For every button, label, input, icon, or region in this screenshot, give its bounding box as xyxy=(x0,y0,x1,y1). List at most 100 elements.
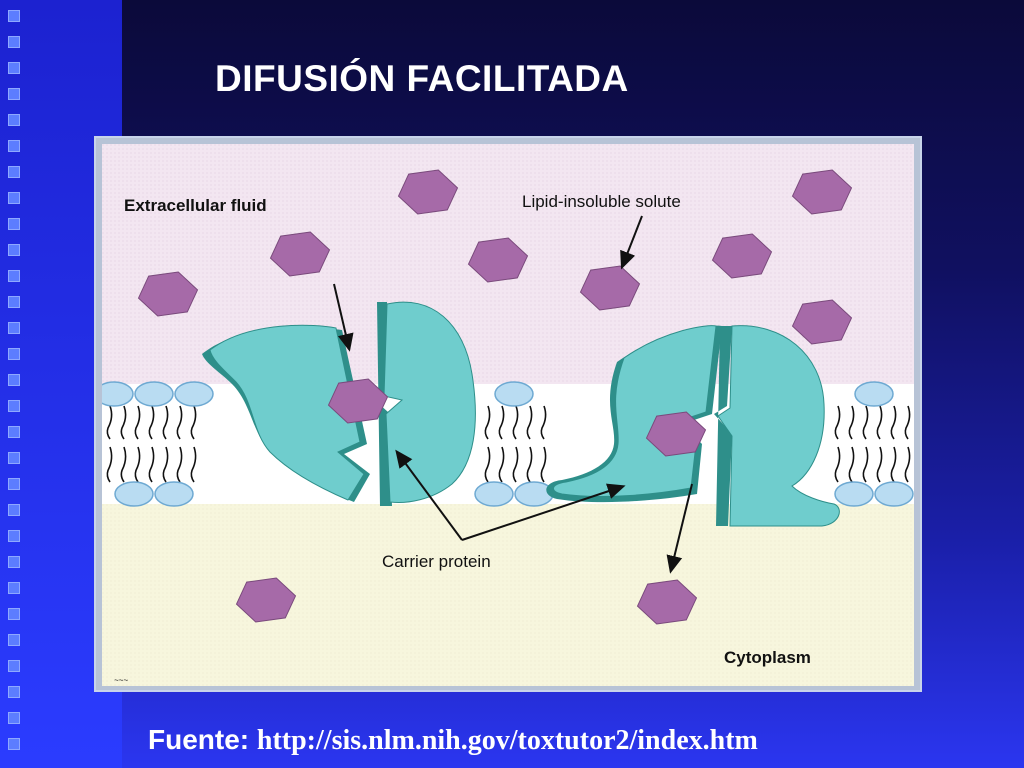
decorative-square xyxy=(8,114,20,126)
lipid-tail xyxy=(512,405,519,440)
lipid-tail xyxy=(848,446,855,483)
lipid-tail xyxy=(498,405,505,440)
decorative-square xyxy=(8,244,20,256)
lipid-tail xyxy=(484,405,491,440)
lipid-tail xyxy=(190,405,197,440)
solute-molecule xyxy=(269,231,331,277)
slide-title: DIFUSIÓN FACILITADA xyxy=(215,58,629,99)
decorative-square xyxy=(8,426,20,438)
carrier-arrow-right xyxy=(461,483,626,541)
lipid-tail xyxy=(134,405,141,440)
lipid-tail xyxy=(176,405,183,440)
phospholipid-head xyxy=(834,481,874,507)
lipid-tail xyxy=(540,446,547,483)
decorative-square xyxy=(8,10,20,22)
solute-label-arrow xyxy=(620,215,643,270)
lipid-tail xyxy=(190,446,197,483)
decorative-squares xyxy=(8,10,28,750)
solute-molecule xyxy=(791,169,853,215)
solute-molecule xyxy=(327,378,389,424)
phospholipid-head xyxy=(854,381,894,407)
decorative-square xyxy=(8,36,20,48)
phospholipid-head xyxy=(874,481,914,507)
lipid-tail xyxy=(134,446,141,483)
solute-molecule xyxy=(636,579,698,625)
label-carrier-protein: Carrier protein xyxy=(382,552,491,571)
source-prefix: Fuente: xyxy=(148,724,250,755)
decorative-square xyxy=(8,348,20,360)
solute-molecule xyxy=(791,299,853,345)
phospholipid-head xyxy=(494,381,534,407)
lipid-tail xyxy=(526,446,533,483)
solute-exit-arrow xyxy=(666,483,693,574)
decorative-square xyxy=(8,140,20,152)
solute-molecule xyxy=(467,237,529,283)
solute-molecule xyxy=(645,411,707,457)
lipid-tail xyxy=(512,446,519,483)
lipid-tail xyxy=(148,405,155,440)
label-cytoplasm: Cytoplasm xyxy=(724,648,811,667)
lipid-tail xyxy=(106,446,113,483)
decorative-square xyxy=(8,530,20,542)
label-extracellular-fluid: Extracellular fluid xyxy=(124,196,267,215)
solute-molecule xyxy=(137,271,199,317)
decorative-square xyxy=(8,192,20,204)
carrier-arrow-left xyxy=(395,449,463,541)
solute-molecule xyxy=(235,577,297,623)
solute-molecules xyxy=(137,169,853,625)
lipid-tail xyxy=(148,446,155,483)
phospholipid-head xyxy=(514,481,554,507)
lipid-tail xyxy=(106,405,113,440)
diagram-frame: Extracellular fluid Lipid-insoluble solu… xyxy=(94,136,922,692)
lipid-tail xyxy=(862,446,869,483)
diagram-svg xyxy=(102,144,914,686)
lipid-tail xyxy=(484,446,491,483)
decorative-square xyxy=(8,452,20,464)
lipid-tail xyxy=(176,446,183,483)
phospholipid-head xyxy=(154,481,194,507)
decorative-square xyxy=(8,660,20,672)
decorative-square xyxy=(8,270,20,282)
lipid-tail xyxy=(890,405,897,440)
phospholipid-head xyxy=(474,481,514,507)
phospholipid-head xyxy=(114,481,154,507)
decorative-square xyxy=(8,608,20,620)
lipid-tail xyxy=(876,446,883,483)
source-citation: Fuente: http://sis.nlm.nih.gov/toxtutor2… xyxy=(148,724,758,757)
lipid-tail xyxy=(498,446,505,483)
lipid-tail xyxy=(120,405,127,440)
decorative-square xyxy=(8,582,20,594)
lipid-tail xyxy=(540,405,547,440)
solute-entry-arrow xyxy=(333,283,354,352)
lipid-tail xyxy=(526,405,533,440)
decorative-square xyxy=(8,478,20,490)
decorative-square xyxy=(8,322,20,334)
lipid-tail xyxy=(862,405,869,440)
phospholipid-head xyxy=(102,381,134,407)
decorative-square xyxy=(8,712,20,724)
decorative-square xyxy=(8,738,20,750)
decorative-square xyxy=(8,62,20,74)
decorative-square xyxy=(8,296,20,308)
lipid-tail xyxy=(162,405,169,440)
lipid-tail xyxy=(834,446,841,483)
lipid-tail xyxy=(834,405,841,440)
phospholipid-head xyxy=(174,381,214,407)
decorative-square xyxy=(8,374,20,386)
decorative-square xyxy=(8,166,20,178)
phospholipid-head xyxy=(134,381,174,407)
decorative-square xyxy=(8,400,20,412)
lipid-tail xyxy=(120,446,127,483)
lipid-tail xyxy=(904,446,911,483)
solute-molecule xyxy=(711,233,773,279)
lipid-tails xyxy=(106,405,911,483)
source-url[interactable]: http://sis.nlm.nih.gov/toxtutor2/index.h… xyxy=(256,725,758,756)
facilitated-diffusion-diagram: Extracellular fluid Lipid-insoluble solu… xyxy=(102,144,914,686)
decorative-square xyxy=(8,686,20,698)
lipid-tail xyxy=(890,446,897,483)
decorative-square xyxy=(8,634,20,646)
solute-molecule xyxy=(397,169,459,215)
lipid-tail xyxy=(876,405,883,440)
decorative-square xyxy=(8,218,20,230)
decorative-square xyxy=(8,556,20,568)
